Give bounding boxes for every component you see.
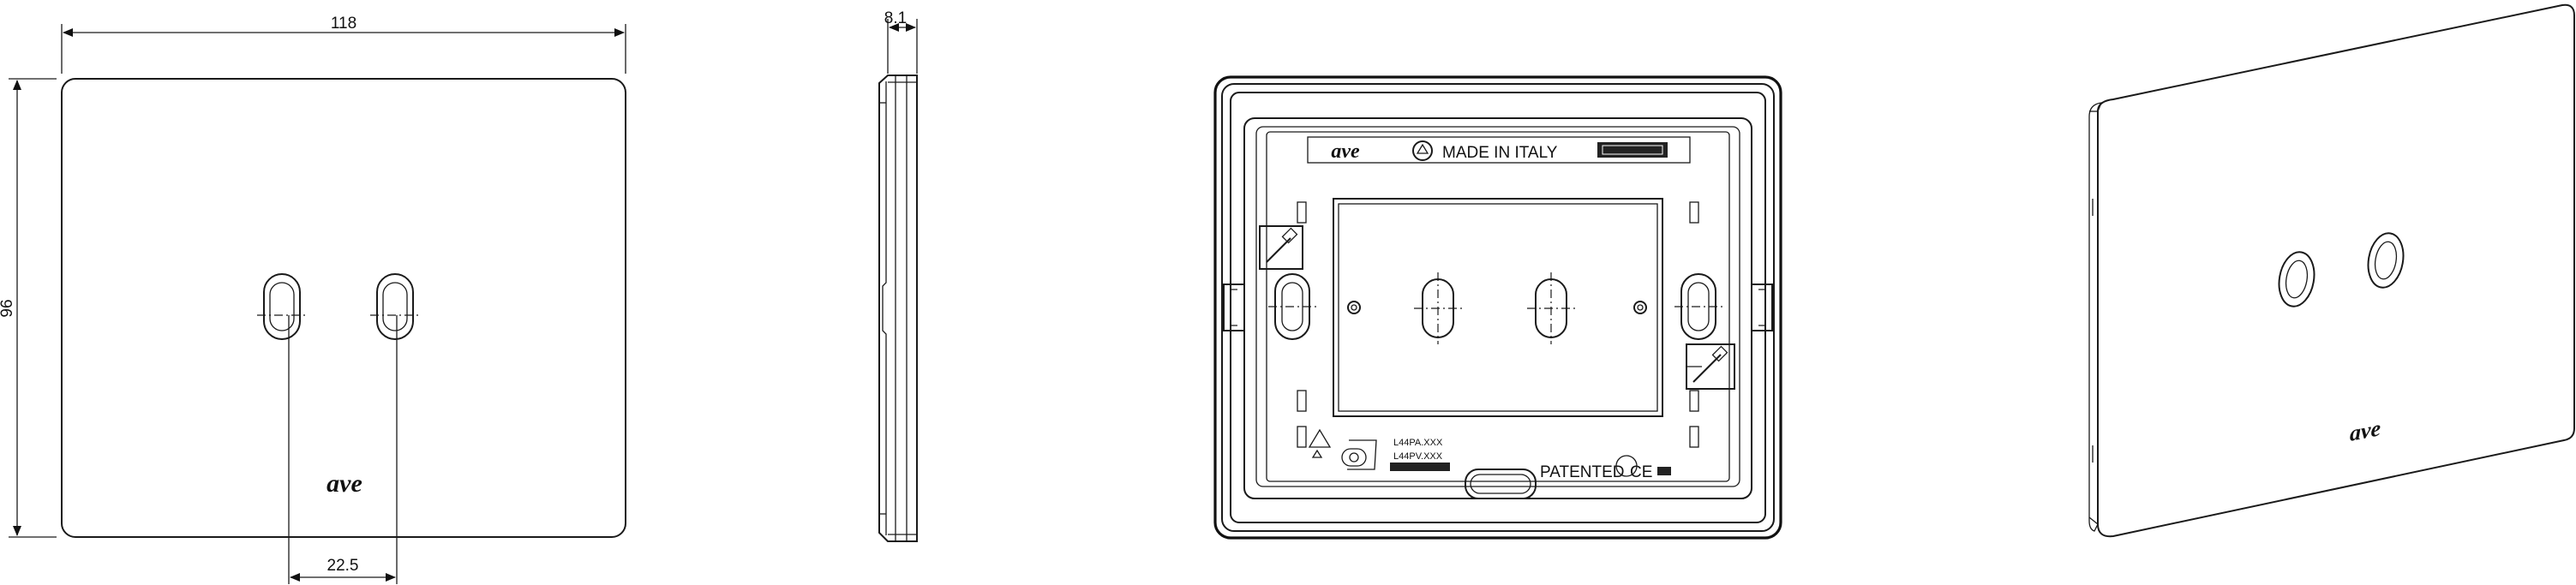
ce-mark-icon: CE: [1630, 463, 1652, 481]
recycle-icon: [1412, 140, 1433, 161]
rear-brand-logo: ave: [1331, 140, 1360, 163]
height-value: 96: [0, 299, 16, 317]
bottom-label-left: L44PA.XXX L44PV.XXX: [1308, 428, 1450, 471]
model-code-box: [1597, 142, 1668, 158]
rear-view: ave MADE IN ITALY: [1213, 75, 1782, 540]
code-label-1: L44PA.XXX: [1393, 438, 1443, 448]
screwdriver-icon-right: [1686, 343, 1735, 390]
screw-left: [1347, 301, 1361, 314]
bottom-label-right: PATENTED CE: [1540, 455, 1671, 481]
perspective-plate-face: [2097, 3, 2575, 538]
mounting-frame: [1333, 198, 1663, 417]
width-value: 118: [331, 15, 356, 33]
screw-right: [1633, 301, 1647, 314]
rear-hole-left: [1414, 272, 1462, 344]
depth-dimension: 8.1: [884, 9, 918, 74]
rear-hole-right: [1527, 272, 1575, 344]
hole-spacing-dimension: 22.5: [290, 557, 396, 582]
perspective-hole-left: [2278, 251, 2315, 307]
hole-spacing-value: 22.5: [327, 557, 359, 575]
front-view: 118 96 22.5 ave: [0, 15, 626, 584]
depth-value: 8.1: [884, 9, 907, 27]
front-brand-logo: ave: [326, 469, 362, 498]
patented-label: PATENTED: [1540, 463, 1625, 481]
side-slot-right: [1674, 273, 1722, 340]
code-label-2: L44PV.XXX: [1393, 451, 1443, 462]
side-view: 8.1: [878, 9, 918, 542]
perspective-brand-logo: ave: [2350, 415, 2381, 446]
front-plate-outline: [61, 78, 626, 538]
screwdriver-icon-left: [1259, 225, 1303, 270]
side-slot-left: [1268, 273, 1316, 340]
front-hole-right: [370, 273, 420, 584]
perspective-view: ave: [2088, 3, 2575, 538]
width-dimension: 118: [61, 15, 626, 74]
front-hole-left: [257, 273, 307, 584]
perspective-hole-right: [2367, 232, 2405, 289]
height-dimension: 96: [0, 78, 57, 538]
made-in-label: MADE IN ITALY: [1442, 144, 1558, 162]
